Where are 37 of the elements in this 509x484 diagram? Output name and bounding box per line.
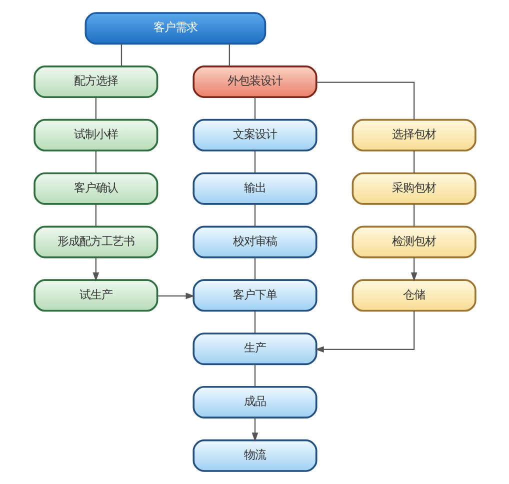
connector xyxy=(94,97,96,120)
connector xyxy=(254,257,256,280)
connector xyxy=(254,364,256,387)
node-box: 物流 xyxy=(192,439,317,472)
node-box: 试制小样 xyxy=(33,118,158,152)
connector xyxy=(254,310,256,334)
node-box: 外包装设计 xyxy=(192,66,317,98)
node-box: 检测包材 xyxy=(351,226,476,258)
connector xyxy=(120,44,122,66)
node-box: 试生产 xyxy=(33,279,158,312)
connector xyxy=(254,204,256,226)
node-box: 仓储 xyxy=(351,279,476,312)
arrow xyxy=(92,257,99,282)
node-box: 客户确认 xyxy=(33,172,158,205)
connector xyxy=(254,97,256,120)
arrow xyxy=(410,257,417,282)
connector xyxy=(94,204,96,226)
connector xyxy=(316,82,414,120)
node-box: 配方选择 xyxy=(33,66,158,98)
connector xyxy=(228,44,230,66)
node-box: 选择包材 xyxy=(351,118,476,152)
node-box: 客户下单 xyxy=(192,279,317,312)
arrow xyxy=(251,418,258,442)
node-box: 客户需求 xyxy=(84,12,266,45)
arrow xyxy=(314,311,414,353)
node-box: 成品 xyxy=(192,386,317,418)
node-box: 生产 xyxy=(192,332,317,366)
arrow xyxy=(156,292,194,300)
connector xyxy=(94,150,96,173)
connector xyxy=(413,204,414,226)
node-box: 输出 xyxy=(192,172,317,205)
node-box: 采购包材 xyxy=(351,172,476,205)
connector xyxy=(254,150,256,173)
node-box: 文案设计 xyxy=(192,118,317,152)
node-box: 形成配方工艺书 xyxy=(33,226,158,258)
node-box: 校对审稿 xyxy=(192,226,317,258)
connector xyxy=(413,150,414,173)
